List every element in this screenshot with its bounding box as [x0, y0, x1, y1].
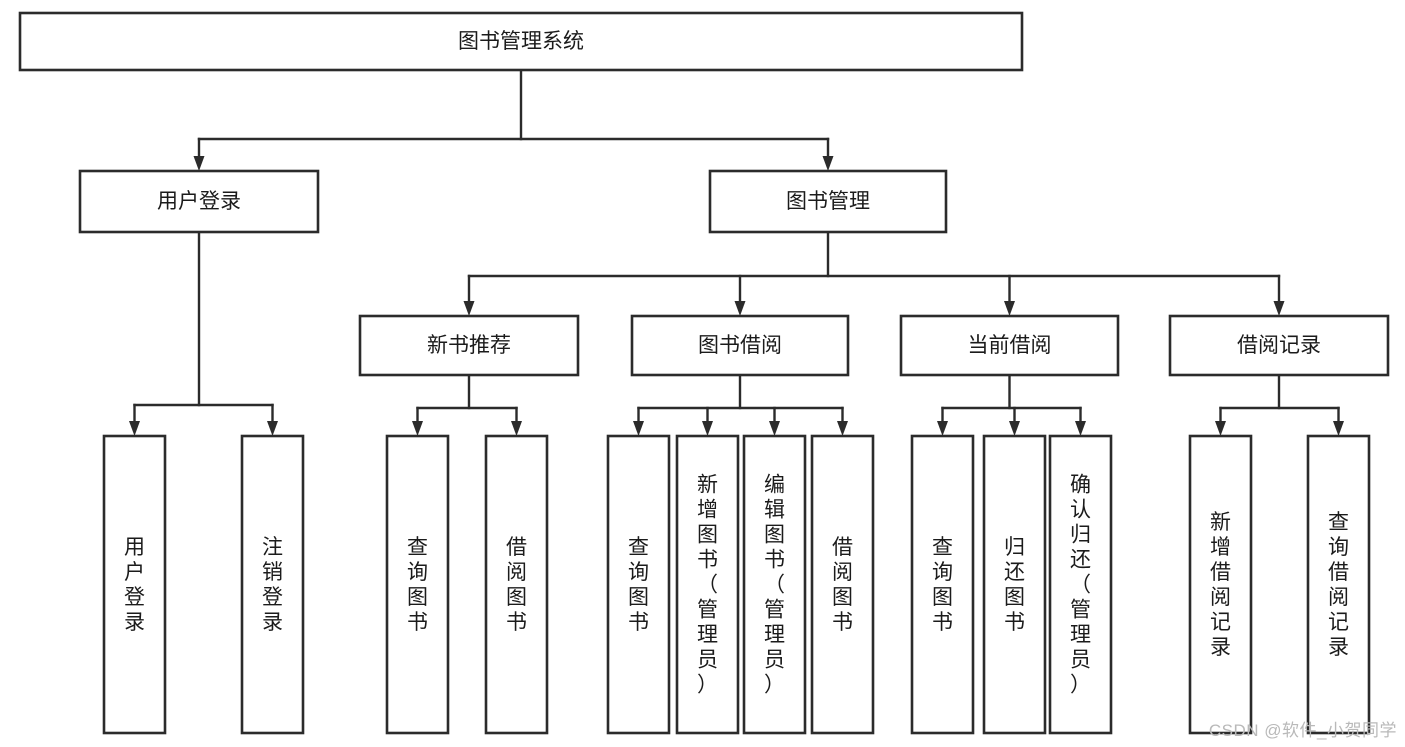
node-current-borrow[interactable]: 当前借阅	[899, 314, 1120, 377]
connector-layer	[129, 68, 1344, 436]
node-leaf-add-record-label: 新增借阅记录	[1210, 511, 1231, 659]
node-root[interactable]: 图书管理系统	[18, 11, 1024, 72]
conn-user-login-arrow-1	[267, 421, 278, 436]
node-user-login-box	[78, 169, 320, 234]
node-leaf-user-login-label: 用户登录	[124, 536, 145, 634]
node-borrow-record-box	[1168, 314, 1390, 377]
node-leaf-add-book-label: 新增图书（管理员）	[697, 474, 718, 697]
conn-current-borrow-arrow-1	[1009, 421, 1020, 436]
conn-book-borrow-arrow-2	[769, 421, 780, 436]
node-leaf-edit-book[interactable]: 编辑图书（管理员）	[742, 434, 807, 735]
node-borrow-record-label: 借阅记录	[1237, 334, 1321, 357]
node-layer: 图书管理系统用户登录图书管理新书推荐图书借阅当前借阅借阅记录用户登录注销登录查询…	[18, 11, 1390, 735]
node-leaf-query-book-3[interactable]: 查询图书	[910, 434, 975, 735]
conn-book-manage-arrow-3	[1273, 301, 1285, 316]
node-borrow-record[interactable]: 借阅记录	[1168, 314, 1390, 377]
node-leaf-query-book-2[interactable]: 查询图书	[606, 434, 671, 735]
conn-user-login-arrow-0	[129, 421, 140, 436]
node-leaf-return-book-box	[982, 434, 1047, 735]
node-leaf-borrow-book-2[interactable]: 借阅图书	[810, 434, 875, 735]
node-leaf-edit-book-label: 编辑图书（管理员）	[764, 474, 785, 697]
node-book-borrow-label: 图书借阅	[698, 334, 782, 357]
node-leaf-borrow-book-2-box	[810, 434, 875, 735]
node-leaf-query-book-2-box	[606, 434, 671, 735]
node-leaf-add-record[interactable]: 新增借阅记录	[1188, 434, 1253, 735]
node-leaf-return-book[interactable]: 归还图书	[982, 434, 1047, 735]
conn-current-borrow-arrow-0	[937, 421, 948, 436]
node-leaf-borrow-book-1-box	[484, 434, 549, 735]
conn-borrow-record-arrow-0	[1215, 421, 1226, 436]
conn-new-book-recommend-arrow-0	[412, 421, 423, 436]
node-leaf-borrow-book-2-label: 借阅图书	[832, 536, 853, 634]
node-leaf-query-book-3-label: 查询图书	[932, 536, 953, 634]
node-leaf-query-record-label: 查询借阅记录	[1328, 511, 1349, 659]
node-leaf-confirm-return[interactable]: 确认归还（管理员）	[1048, 434, 1113, 735]
node-leaf-confirm-return-label: 确认归还（管理员）	[1070, 474, 1091, 697]
conn-book-borrow-arrow-0	[633, 421, 644, 436]
node-leaf-query-record[interactable]: 查询借阅记录	[1306, 434, 1371, 735]
node-root-label: 图书管理系统	[458, 30, 584, 53]
conn-book-borrow-arrow-1	[702, 421, 713, 436]
node-leaf-borrow-book-1-label: 借阅图书	[506, 536, 527, 634]
node-leaf-logout-label: 注销登录	[262, 536, 283, 634]
conn-new-book-recommend-arrow-1	[511, 421, 522, 436]
node-book-manage[interactable]: 图书管理	[708, 169, 948, 234]
node-leaf-query-book-3-box	[910, 434, 975, 735]
node-new-book-recommend[interactable]: 新书推荐	[358, 314, 580, 377]
node-leaf-confirm-return-box	[1048, 434, 1113, 735]
node-leaf-query-record-box	[1306, 434, 1371, 735]
node-leaf-logout-box	[240, 434, 305, 735]
node-leaf-add-book-box	[675, 434, 740, 735]
node-current-borrow-box	[899, 314, 1120, 377]
conn-book-manage-arrow-2	[1004, 301, 1015, 316]
conn-book-manage-arrow-1	[734, 301, 746, 316]
node-new-book-recommend-box	[358, 314, 580, 377]
node-user-login-label: 用户登录	[157, 190, 241, 213]
node-leaf-add-record-box	[1188, 434, 1253, 735]
node-current-borrow-label: 当前借阅	[968, 334, 1052, 357]
conn-root-arrow-1	[822, 156, 834, 171]
node-book-manage-box	[708, 169, 948, 234]
node-leaf-borrow-book-1[interactable]: 借阅图书	[484, 434, 549, 735]
node-leaf-return-book-label: 归还图书	[1004, 536, 1025, 634]
node-leaf-query-book-1-label: 查询图书	[407, 536, 428, 634]
conn-root-arrow-0	[193, 156, 205, 171]
node-leaf-user-login[interactable]: 用户登录	[102, 434, 167, 735]
node-root-box	[18, 11, 1024, 72]
conn-book-borrow-arrow-3	[837, 421, 848, 436]
node-leaf-logout[interactable]: 注销登录	[240, 434, 305, 735]
node-leaf-edit-book-box	[742, 434, 807, 735]
conn-current-borrow-arrow-2	[1075, 421, 1086, 436]
node-user-login[interactable]: 用户登录	[78, 169, 320, 234]
node-book-borrow[interactable]: 图书借阅	[630, 314, 850, 377]
node-leaf-query-book-1-box	[385, 434, 450, 735]
node-book-borrow-box	[630, 314, 850, 377]
conn-borrow-record-arrow-1	[1333, 421, 1344, 436]
conn-book-manage-arrow-0	[463, 301, 475, 316]
node-leaf-user-login-box	[102, 434, 167, 735]
node-leaf-add-book[interactable]: 新增图书（管理员）	[675, 434, 740, 735]
node-leaf-query-book-2-label: 查询图书	[628, 536, 649, 634]
node-book-manage-label: 图书管理	[786, 190, 870, 213]
node-new-book-recommend-label: 新书推荐	[427, 334, 511, 357]
node-leaf-query-book-1[interactable]: 查询图书	[385, 434, 450, 735]
